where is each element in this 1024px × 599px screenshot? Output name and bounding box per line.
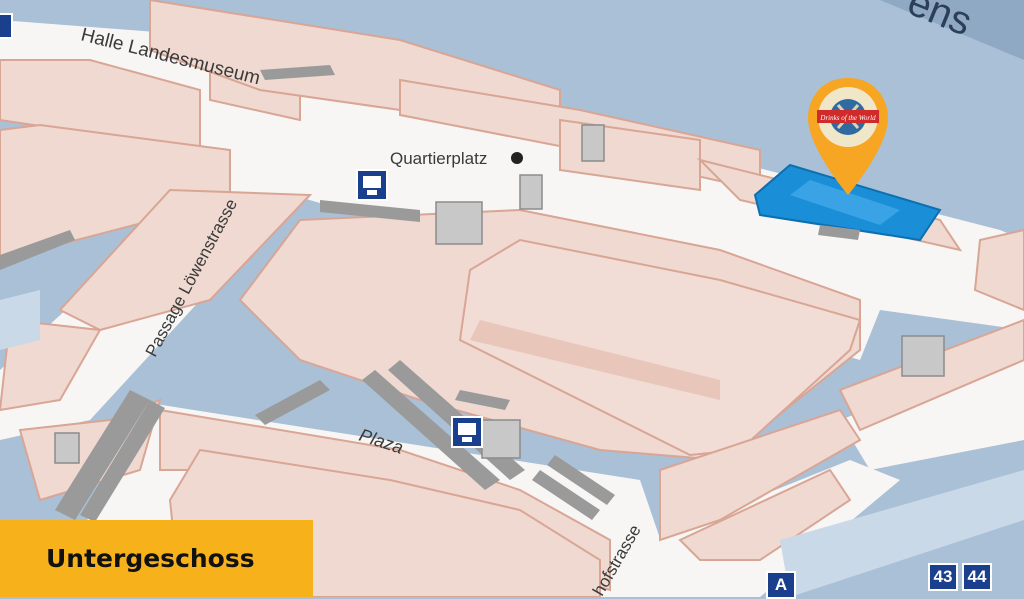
platform-sign-44[interactable]: 44 bbox=[962, 563, 992, 591]
ticket-icon[interactable] bbox=[0, 13, 13, 39]
shop-logo-text: Drinks of the World bbox=[819, 114, 876, 122]
quartierplatz-dot[interactable] bbox=[511, 152, 523, 164]
shops-bottom bbox=[159, 228, 1024, 597]
service-signs bbox=[0, 13, 483, 448]
central-block bbox=[238, 208, 862, 462]
location-pin[interactable]: Drinks of the World bbox=[808, 78, 888, 195]
ticket-icon[interactable] bbox=[356, 169, 388, 201]
upper-band bbox=[880, 0, 1024, 60]
floor-label-badge: Untergeschoss bbox=[0, 520, 313, 597]
highlighted-shop-inner bbox=[790, 180, 900, 225]
floor-label: Untergeschoss bbox=[46, 544, 255, 573]
platform-sign-43[interactable]: 43 bbox=[928, 563, 958, 591]
track-strips bbox=[0, 290, 1024, 597]
platform-sign-a[interactable]: A bbox=[766, 571, 796, 599]
ticket-icon[interactable] bbox=[451, 416, 483, 448]
quartierplatz-label: Quartierplatz bbox=[390, 149, 487, 168]
